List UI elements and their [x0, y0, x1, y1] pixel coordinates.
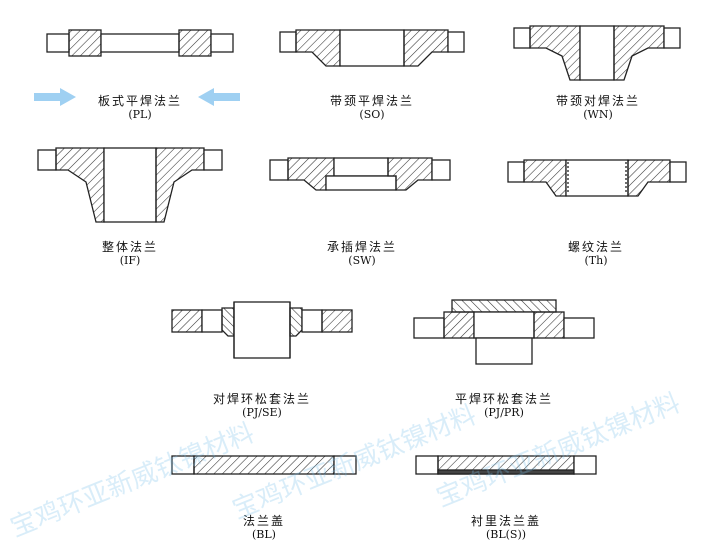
caption-th-abbr: (Th) — [584, 254, 608, 267]
drawing-bls — [415, 455, 597, 475]
arrow-left — [198, 88, 240, 106]
caption-so-abbr: (SO) — [359, 108, 385, 121]
drawing-pjse — [171, 301, 353, 359]
caption-th: 螺纹法兰 (Th) — [516, 240, 676, 268]
caption-bl-name: 法兰盖 — [242, 514, 285, 528]
caption-th-name: 螺纹法兰 — [567, 240, 624, 254]
caption-pl-abbr: (PL) — [128, 108, 152, 121]
caption-so-name: 带颈平焊法兰 — [329, 94, 414, 108]
caption-bls-abbr: (BL(S)) — [485, 528, 527, 541]
caption-pjse-name: 对焊环松套法兰 — [212, 392, 311, 406]
caption-pjse-abbr: (PJ/SE) — [242, 406, 282, 419]
caption-pjpr-abbr: (PJ/PR) — [484, 406, 524, 419]
drawing-wn — [513, 25, 681, 81]
caption-wn-name: 带颈对焊法兰 — [555, 94, 640, 108]
caption-wn-abbr: (WN) — [583, 108, 613, 121]
drawing-bl — [171, 455, 357, 475]
caption-if-abbr: (IF) — [119, 254, 141, 267]
caption-if-name: 整体法兰 — [101, 240, 158, 254]
caption-so: 带颈平焊法兰 (SO) — [292, 94, 452, 122]
drawing-so — [279, 29, 465, 67]
caption-sw-name: 承插焊法兰 — [326, 240, 397, 254]
caption-pjpr-name: 平焊环松套法兰 — [454, 392, 553, 406]
caption-bls: 衬里法兰盖 (BL(S)) — [426, 514, 586, 542]
caption-wn: 带颈对焊法兰 (WN) — [518, 94, 678, 122]
caption-bl: 法兰盖 (BL) — [184, 514, 344, 542]
drawing-pl — [46, 29, 234, 57]
caption-pl-name: 板式平焊法兰 — [97, 94, 182, 108]
caption-if: 整体法兰 (IF) — [50, 240, 210, 268]
drawing-th — [507, 159, 687, 197]
caption-bls-name: 衬里法兰盖 — [470, 514, 541, 528]
drawing-pjpr — [413, 299, 595, 365]
arrow-right — [34, 88, 76, 106]
caption-sw-abbr: (SW) — [348, 254, 376, 267]
caption-bl-abbr: (BL) — [252, 528, 276, 541]
caption-sw: 承插焊法兰 (SW) — [282, 240, 442, 268]
drawing-sw — [269, 157, 451, 191]
caption-pjse: 对焊环松套法兰 (PJ/SE) — [182, 392, 342, 420]
drawing-if — [37, 147, 223, 223]
caption-pjpr: 平焊环松套法兰 (PJ/PR) — [424, 392, 584, 420]
caption-pl: 板式平焊法兰 (PL) — [60, 94, 220, 122]
